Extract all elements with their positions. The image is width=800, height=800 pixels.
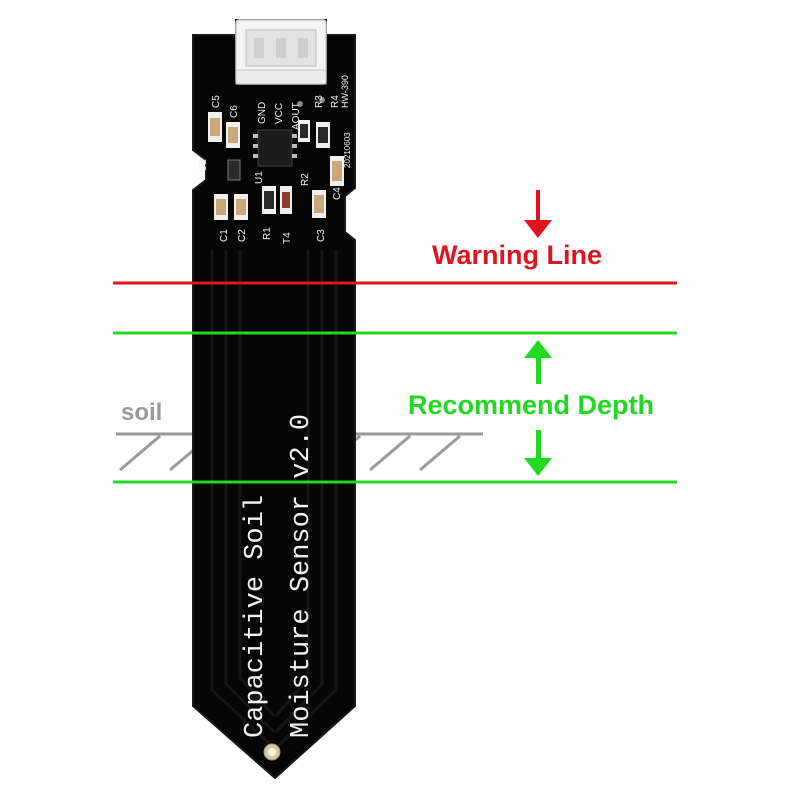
sensor-board: GND VCC AOUT HW-390 20210603 C5 C6 U2 U1… [192,19,356,780]
date-code-label: 20210603 [343,132,352,168]
component-label: C5 [211,95,222,108]
component-label: R2 [300,173,311,186]
warning-line-label: Warning Line [432,240,602,270]
soil-hatch-mark [119,434,161,472]
soil-hatch-mark [369,434,411,472]
component-label: C4 [332,187,343,200]
smd-components [208,97,344,220]
soil-label: soil [121,399,163,426]
recommend-depth-marker [113,331,677,484]
recommend-depth-label: Recommend Depth [408,390,655,420]
warning-line-marker [113,190,677,285]
component-label: T4 [282,232,293,244]
component-label: C2 [237,229,248,242]
arrow-down-icon [524,190,552,238]
ic-chip [253,129,297,167]
jst-connector [235,19,327,85]
component-label: R4 [330,95,341,108]
arrow-down-icon [524,430,552,476]
board-title-line1: Capacitive Soil [241,495,271,738]
pin-label-gnd: GND [257,102,268,124]
mounting-hole [263,743,281,761]
board-title-line2: Moisture Sensor v2.0 [287,414,317,738]
component-label: R1 [262,227,273,240]
soil-hatch-mark [419,434,461,472]
component-label: C3 [316,229,327,242]
pcb-traces [210,250,338,750]
silkscreen-small: GND VCC AOUT HW-390 20210603 C5 C6 U2 U1… [198,75,352,244]
arrow-up-icon [524,340,552,384]
pin-label-aout: AOUT [291,102,302,130]
model-label: HW-390 [340,75,350,108]
component-label: U2 [198,159,209,172]
pin-label-vcc: VCC [274,103,285,124]
component-label: C1 [219,229,230,242]
component-label: C6 [229,105,240,118]
component-label: U1 [254,171,265,184]
component-label: R3 [314,95,325,108]
